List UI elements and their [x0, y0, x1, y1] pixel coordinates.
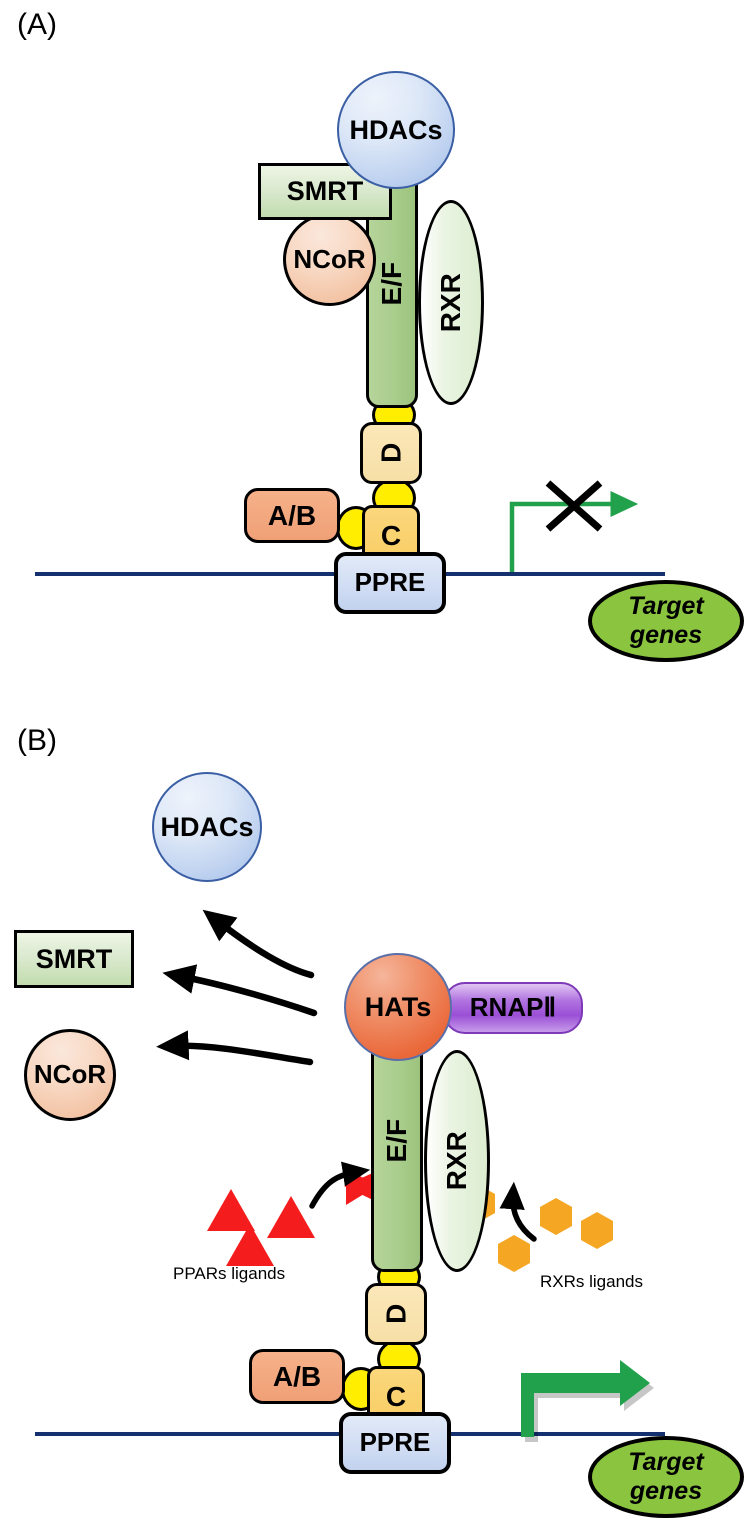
ncor-corepressor-b[interactable]: NCoR	[24, 1029, 116, 1121]
hdacs-label-a: HDACs	[349, 114, 443, 145]
target-genes-b[interactable]: Target genes	[588, 1436, 744, 1518]
ef-label-b: E/F	[381, 1119, 413, 1163]
triangle-icon-ppar-2	[226, 1224, 274, 1266]
rxrs-ligands-label: RXRs ligands	[540, 1272, 643, 1291]
triangle-icon-ppar-1	[207, 1189, 255, 1231]
target-genes-line2-a: genes	[629, 621, 703, 649]
hats-b[interactable]: HATs	[344, 953, 452, 1061]
c-label-b: C	[385, 1381, 407, 1413]
target-genes-line2-b: genes	[629, 1477, 703, 1505]
ppre-site-a[interactable]: PPRE	[334, 552, 446, 614]
d-label-a: D	[375, 442, 407, 464]
d-domain-a[interactable]: D	[360, 422, 422, 484]
curved-arrow-rxr	[499, 1181, 537, 1242]
curved-arrow-ppar	[309, 1161, 371, 1209]
ppars-ligand-group	[207, 1161, 377, 1266]
smrt-label-b: SMRT	[35, 943, 113, 974]
ncor-corepressor-a[interactable]: NCoR	[283, 213, 376, 306]
smrt-corepressor-b[interactable]: SMRT	[14, 930, 134, 988]
target-genes-line1-b: Target	[628, 1448, 704, 1477]
rxr-label-a: RXR	[435, 272, 467, 333]
ab-domain-a[interactable]: A/B	[244, 488, 340, 543]
transcription-arrow-b	[521, 1360, 654, 1442]
ppars-ligands-label: PPARs ligands	[173, 1264, 286, 1283]
panel-b-label: (B)	[17, 724, 57, 757]
hdacs-b[interactable]: HDACs	[152, 772, 262, 882]
ppre-site-b[interactable]: PPRE	[339, 1412, 451, 1474]
ncor-label-a: NCoR	[293, 243, 366, 274]
c-label-a: C	[380, 520, 402, 552]
hexagon-icon-rxr-2	[581, 1212, 613, 1249]
hexagon-icon-rxr-1	[540, 1198, 572, 1235]
x-cross-icon-a	[545, 480, 603, 532]
hdacs-a[interactable]: HDACs	[337, 71, 455, 189]
d-label-b: D	[380, 1303, 412, 1325]
rxr-domain-b[interactable]: RXR	[424, 1050, 490, 1272]
ef-label-a: E/F	[376, 262, 408, 306]
hdacs-label-b: HDACs	[160, 811, 254, 842]
rxr-label-b: RXR	[441, 1131, 473, 1191]
release-arrow-hdacs	[202, 909, 315, 979]
target-genes-line1-a: Target	[628, 592, 704, 621]
ppre-label-a: PPRE	[354, 567, 426, 598]
rxr-domain-a[interactable]: RXR	[418, 200, 484, 405]
ab-label-a: A/B	[267, 499, 317, 531]
hats-label-b: HATs	[364, 991, 432, 1022]
release-arrow-smrt	[162, 964, 318, 1017]
smrt-label-a: SMRT	[286, 176, 364, 207]
smrt-corepressor-a[interactable]: SMRT	[258, 163, 392, 220]
rnapii-label-b: RNAPⅡ	[469, 992, 557, 1023]
target-genes-a[interactable]: Target genes	[588, 580, 744, 662]
ppre-label-b: PPRE	[359, 1427, 431, 1458]
hexagon-icon-rxr-3	[498, 1235, 530, 1272]
rnapii-b[interactable]: RNAPⅡ	[443, 982, 583, 1034]
panel-a-label: (A)	[17, 8, 57, 41]
ncor-label-b: NCoR	[33, 1059, 107, 1090]
ab-label-b: A/B	[272, 1360, 322, 1392]
ab-domain-b[interactable]: A/B	[249, 1349, 345, 1404]
d-domain-b[interactable]: D	[365, 1283, 427, 1345]
triangle-icon-ppar-3	[267, 1196, 315, 1238]
transcription-arrow-a	[509, 490, 639, 572]
release-arrow-ncor	[156, 1030, 314, 1066]
